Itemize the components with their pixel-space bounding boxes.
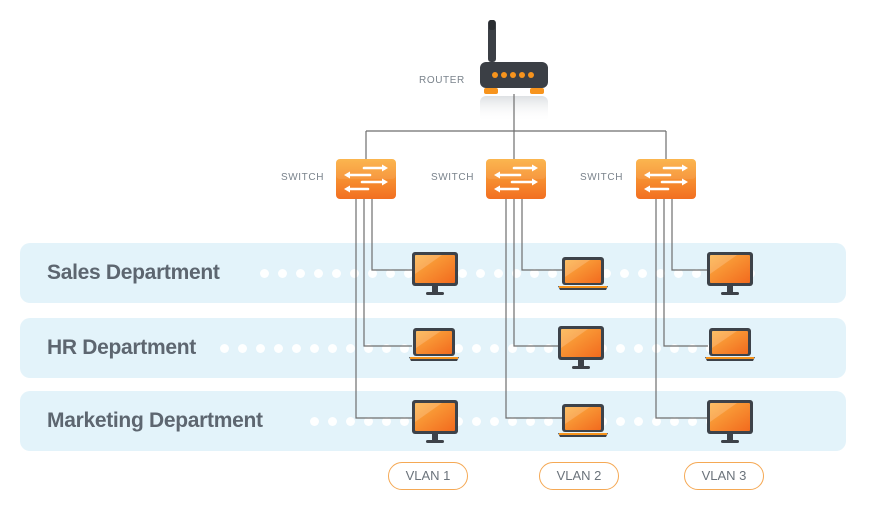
access-lines (355, 199, 710, 419)
desktop-icon (412, 252, 458, 295)
switch-icon (334, 157, 398, 201)
desktop-icon (558, 326, 604, 369)
switch-icon (484, 157, 548, 201)
vlan-label: VLAN 3 (684, 462, 764, 490)
laptop-icon (705, 328, 755, 361)
switch-label: SWITCH (431, 172, 475, 183)
vlan-label: VLAN 2 (539, 462, 619, 490)
desktop-icon (707, 252, 753, 295)
laptop-icon (558, 257, 608, 290)
switch-icon (634, 157, 698, 201)
desktop-icon (412, 400, 458, 443)
department-label: Sales Department (47, 261, 220, 284)
laptop-icon (558, 404, 608, 437)
router-label: ROUTER (419, 75, 465, 86)
department-label: HR Department (47, 336, 196, 359)
desktop-icon (707, 400, 753, 443)
uplink-lines (365, 94, 667, 160)
switch-label: SWITCH (281, 172, 325, 183)
switch-label: SWITCH (580, 172, 624, 183)
laptop-icon (409, 328, 459, 361)
department-label: Marketing Department (47, 409, 263, 432)
vlan-label: VLAN 1 (388, 462, 468, 490)
